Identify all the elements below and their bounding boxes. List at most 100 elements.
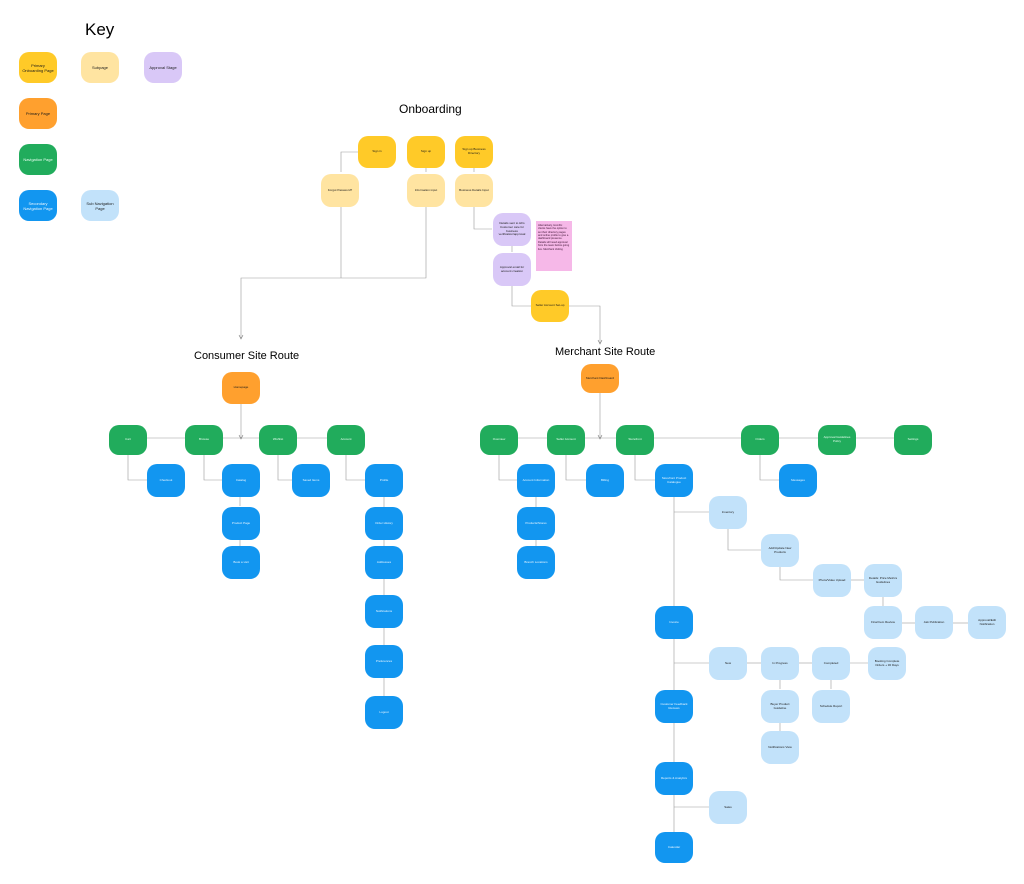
- node-label: Settings: [907, 437, 919, 442]
- node-label: Homepage: [233, 385, 249, 390]
- node-label: Forgot Password?: [327, 187, 353, 192]
- merchant-route-heading: Merchant Site Route: [555, 346, 656, 358]
- node-label: Seller Account Set-up: [535, 303, 565, 308]
- node-label: Branch Locations: [524, 559, 548, 564]
- node-label: Account: [340, 437, 352, 442]
- node-label: Order History: [375, 520, 393, 525]
- node-label: New: [724, 660, 731, 665]
- node-account-information: Account Information: [517, 464, 555, 497]
- node-label: Account Information: [522, 477, 550, 482]
- node-label: Buyer Product Guideline: [770, 701, 790, 710]
- node-label: In Progress: [772, 660, 788, 665]
- consumer-route-heading: Consumer Site Route: [194, 350, 300, 362]
- node-label: Storefront: [628, 437, 642, 442]
- arrow-head: [238, 334, 244, 340]
- node-cart: Cart: [109, 425, 147, 455]
- connector: [240, 207, 427, 338]
- node-sign-up-business: Sign up Business Directory: [455, 136, 493, 168]
- node-account: Account: [327, 425, 365, 455]
- node-saved-items: Saved Items: [292, 464, 330, 497]
- node-book-a-visit: Book a visit: [222, 546, 260, 579]
- node-label: Photo/Video Upload: [818, 577, 846, 582]
- node-details-upload: Details: Price Metrics Guidelines: [864, 564, 902, 597]
- node-profile: Profile: [365, 464, 403, 497]
- node-label: Sign up Business Directory: [462, 147, 486, 155]
- node-products-stores: Products/Stores: [517, 507, 555, 540]
- node-branch-locations: Branch Locations: [517, 546, 555, 579]
- node-label: Merchant Dashboard: [585, 375, 614, 380]
- node-label: Product Page: [231, 520, 251, 525]
- node-storefront-catalogue: Storefront Product Catalogue: [655, 464, 693, 497]
- node-label: Cart: [125, 437, 131, 442]
- node-ask-publication: Ask Publication: [915, 606, 953, 639]
- node-label: Business Details Input: [459, 187, 489, 192]
- node-final-review: Final Item Review: [864, 606, 902, 639]
- key-navigation-page: Navigation Page: [19, 144, 57, 175]
- node-label: Messages: [791, 477, 805, 482]
- connector: [127, 455, 147, 481]
- node-label: Checkout: [159, 477, 173, 482]
- node-logout: Logout: [365, 696, 403, 729]
- node-label: Browse: [198, 437, 209, 442]
- node-inventory: Inventory: [709, 496, 747, 529]
- key-label: Primary Onboarding Page: [22, 62, 54, 73]
- node-buyer-product-guideline: Buyer Product Guideline: [761, 690, 799, 723]
- key-approval-stage: Approval Stage: [144, 52, 182, 83]
- node-approval-verification: Details sent to HFs Customer care for bu…: [493, 213, 531, 246]
- node-sign-up: Sign up: [407, 136, 445, 168]
- node-label: Approval/Edit Notification: [978, 617, 996, 626]
- node-label: Saved Items: [302, 477, 320, 482]
- node-label: Sign up: [420, 149, 432, 154]
- node-browse: Browse: [185, 425, 223, 455]
- node-notifications: Notifications: [365, 595, 403, 628]
- node-label: Information input: [414, 187, 438, 192]
- node-approval-email: Approval email for account creation: [493, 253, 531, 286]
- key-heading: Key: [85, 20, 115, 39]
- node-label: Profile: [379, 477, 389, 482]
- node-storefront: Storefront: [616, 425, 654, 455]
- node-label: Orders: [755, 437, 765, 442]
- node-order-history: Order History: [365, 507, 403, 540]
- node-seller-account: Seller Account: [547, 425, 585, 455]
- node-forgot-password: Forgot Password?: [321, 174, 359, 207]
- node-notifications-view: Notifications View: [761, 731, 799, 764]
- node-orders: Orders: [741, 425, 779, 455]
- node-label: Schedule Report: [819, 703, 843, 708]
- node-label: Products/Stores: [525, 520, 547, 525]
- node-label: Approval email for account creation: [499, 264, 525, 273]
- node-label: Notifications View: [768, 744, 792, 749]
- connector: [203, 455, 222, 481]
- key-label: Sub Navigation Page: [86, 200, 114, 211]
- node-merchant-dashboard: Merchant Dashboard: [581, 364, 619, 393]
- node-business-details: Business Details Input: [455, 174, 493, 207]
- node-settings: Settings: [894, 425, 932, 455]
- node-invoice: Invoice: [655, 606, 693, 639]
- node-label: Notifications: [375, 608, 393, 613]
- connector: [498, 455, 517, 481]
- connector: [511, 286, 531, 307]
- node-billing: Billing: [586, 464, 624, 497]
- node-completed: Completed: [812, 647, 850, 680]
- node-wishlist: Wishlist: [259, 425, 297, 455]
- key-label: Secondary Navigation Page: [23, 200, 53, 211]
- connector: [277, 455, 292, 481]
- key-sub-navigation-page: Sub Navigation Page: [81, 190, 119, 221]
- node-label: Wishlist: [272, 437, 284, 442]
- key-label: Primary Page: [25, 111, 51, 116]
- node-catalog: Catalog: [222, 464, 260, 497]
- node-label: Book a visit: [233, 559, 249, 564]
- node-label: Sales: [724, 804, 732, 809]
- key-subpage: Subpage: [81, 52, 119, 83]
- key-primary-onboarding: Primary Onboarding Page: [19, 52, 57, 83]
- node-approval-guidelines: Approval Guidelines Policy: [818, 425, 856, 455]
- connector: [340, 151, 358, 172]
- key-label: Approval Stage: [149, 65, 177, 70]
- connector: [634, 455, 655, 481]
- node-label: Preferences: [375, 658, 393, 663]
- sticky-note: Alternatively, HomFix clients have the o…: [536, 221, 572, 271]
- node-label: Inventory: [721, 509, 735, 514]
- node-homepage: Homepage: [222, 372, 260, 404]
- connector: [345, 455, 365, 481]
- node-product-page: Product Page: [222, 507, 260, 540]
